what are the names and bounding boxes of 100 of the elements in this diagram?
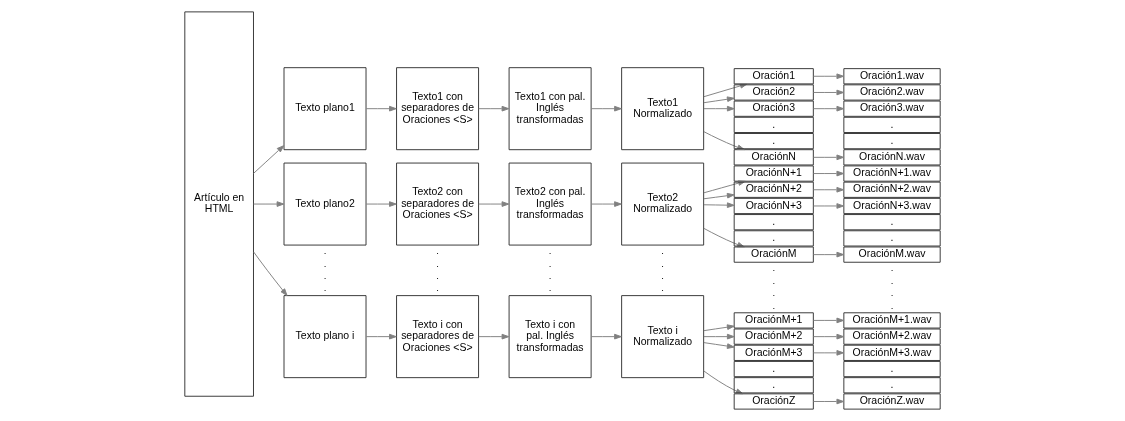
- label: .: [772, 299, 776, 311]
- label: .: [772, 274, 776, 286]
- node-box: Texto1 con separadores de Oraciones <S>: [396, 67, 480, 151]
- label: .: [661, 245, 664, 257]
- node-box: OraciónM+3.wav: [843, 344, 941, 361]
- arrow: [812, 333, 845, 340]
- node-box: OraciónM.wav: [843, 246, 941, 263]
- node-box: OraciónM+1: [733, 312, 814, 329]
- node-box: OraciónM+3: [733, 344, 814, 361]
- node-box: .: [733, 360, 814, 378]
- node-box: Oración1: [733, 68, 814, 85]
- label: .: [436, 245, 439, 257]
- node-box: Oración3: [733, 100, 814, 117]
- label: .: [436, 257, 439, 269]
- node-box: OraciónN.wav: [843, 149, 941, 166]
- arrow: [478, 201, 510, 207]
- label: .: [436, 269, 439, 281]
- label: .: [323, 269, 327, 281]
- node-box: .: [733, 214, 814, 231]
- label: .: [890, 299, 894, 311]
- node-box: Oración2.wav: [843, 84, 941, 101]
- arrow: [703, 192, 735, 200]
- node-box: Texto2 con separadores de Oraciones <S>: [396, 162, 480, 246]
- node-box: .: [843, 230, 941, 247]
- label: .: [890, 262, 894, 274]
- node-box: .: [733, 116, 814, 133]
- arrow: [812, 170, 845, 177]
- arrow: [703, 333, 735, 340]
- node-box: OraciónZ.wav: [843, 393, 941, 410]
- node-box: OraciónN+2.wav: [843, 181, 941, 198]
- arrow: [590, 333, 622, 340]
- arrow: [812, 203, 845, 209]
- arrow: [812, 105, 845, 112]
- label: .: [436, 282, 439, 294]
- node-box: OraciónM+2.wav: [843, 328, 941, 345]
- arrow: [365, 201, 397, 207]
- node-box: Texto i con separadores de Oraciones <S>: [396, 295, 480, 379]
- arrow: [703, 83, 748, 98]
- node-box: OraciónN+3.wav: [843, 197, 941, 215]
- arrow: [703, 324, 735, 332]
- arrow: [703, 96, 735, 104]
- label: .: [661, 257, 664, 269]
- arrow: [812, 186, 845, 193]
- node-box: .: [843, 377, 941, 394]
- node-box: .: [843, 360, 941, 378]
- node-box: OraciónM: [733, 246, 814, 263]
- arrow: [812, 317, 845, 324]
- node-box: OraciónN+3: [733, 197, 814, 215]
- node-box: OraciónN: [733, 149, 814, 166]
- arrow: [590, 105, 622, 112]
- arrow: [478, 105, 510, 112]
- arrow: [253, 201, 285, 207]
- arrow: [703, 105, 735, 112]
- node-box: Texto i con pal. Inglés transformadas: [508, 295, 592, 379]
- label: .: [548, 257, 552, 269]
- arrow: [253, 251, 288, 296]
- node-box: Texto1 con pal. Inglés transformadas: [508, 67, 592, 151]
- node-box: OraciónM+1.wav: [843, 312, 941, 329]
- arrow: [478, 333, 510, 340]
- arrow: [812, 89, 845, 96]
- arrow: [812, 398, 845, 405]
- node-box: OraciónZ: [733, 393, 814, 410]
- label: .: [772, 287, 776, 299]
- node-box: .: [843, 116, 941, 133]
- arrow: [812, 350, 845, 356]
- arrow: [365, 105, 397, 112]
- label: .: [548, 282, 552, 294]
- node-box: Texto i Normalizado: [621, 295, 705, 379]
- label: .: [890, 274, 894, 286]
- label: .: [772, 262, 776, 274]
- arrow: [812, 154, 845, 161]
- node-box: OraciónN+1.wav: [843, 165, 941, 182]
- arrow: [365, 333, 397, 340]
- node-box: Artículo en HTML: [184, 11, 254, 397]
- node-box: Texto plano i: [283, 295, 367, 379]
- arrow: [590, 201, 622, 207]
- arrow: [253, 145, 285, 174]
- node-box: .: [843, 133, 941, 150]
- node-box: Texto1 Normalizado: [621, 67, 705, 151]
- label: .: [661, 282, 664, 294]
- node-box: Texto2 Normalizado: [621, 162, 705, 246]
- node-box: Texto plano2: [283, 162, 367, 246]
- label: .: [323, 257, 327, 269]
- arrow: [703, 202, 735, 208]
- label: .: [323, 282, 327, 294]
- label: .: [890, 287, 894, 299]
- node-box: .: [843, 214, 941, 231]
- node-box: OraciónN+1: [733, 165, 814, 182]
- label: .: [323, 245, 327, 257]
- label: .: [548, 269, 552, 281]
- node-box: Oración1.wav: [843, 68, 941, 85]
- node-box: OraciónM+2: [733, 328, 814, 345]
- arrow: [703, 342, 735, 349]
- node-box: Texto2 con pal. Inglés transformadas: [508, 162, 592, 246]
- node-box: Oración3.wav: [843, 100, 941, 117]
- node-box: Texto plano1: [283, 67, 367, 151]
- label: .: [661, 269, 664, 281]
- label: .: [548, 245, 552, 257]
- arrow: [812, 73, 845, 80]
- arrow: [812, 251, 845, 258]
